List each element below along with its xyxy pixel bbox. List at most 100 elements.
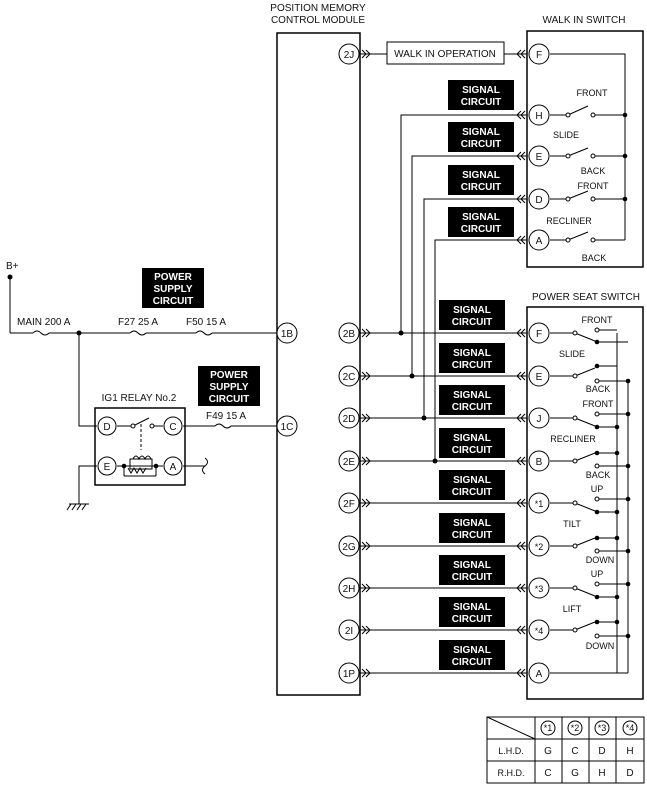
power-supply-line1: POWER	[210, 370, 249, 381]
battery-label: B+	[6, 261, 19, 272]
power-seat-switch-title: POWER SEAT SWITCH	[532, 292, 640, 303]
pss-label-back2: BACK	[586, 470, 611, 480]
walk-in-operation-box	[386, 41, 505, 65]
table-row-label: L.H.D.	[498, 746, 524, 756]
table-header: *3	[598, 723, 607, 733]
pss-terminal-label: E	[536, 372, 543, 383]
walk-in-label-back1: BACK	[581, 166, 606, 176]
fuse-main-label: MAIN 200 A	[17, 317, 71, 328]
walk-in-terminal-H: H	[528, 104, 550, 126]
pss-terminal-A: A	[528, 662, 550, 684]
position-memory-control-module: POSITION MEMORY CONTROL MODULE	[270, 3, 366, 696]
pss-terminal-1: *1	[528, 492, 550, 514]
lhd-rhd-table: *1 *2 *3 *4 L.H.D. G C D H R.H.D. C G H …	[486, 716, 645, 784]
relay-terminal-E: E	[97, 456, 117, 476]
walk-in-label-front2: FRONT	[578, 181, 609, 191]
signal-circuit-line2: CIRCUIT	[452, 530, 493, 541]
module-terminal-2G: 2G	[338, 535, 360, 557]
signal-wires	[360, 53, 527, 674]
module-terminal-2I: 2I	[338, 619, 360, 641]
signal-circuit-line1: SIGNAL	[453, 645, 491, 656]
walk-in-label-back2: BACK	[582, 253, 607, 263]
walk-in-terminal-label: F	[536, 50, 542, 61]
module-terminal-2F: 2F	[338, 492, 360, 514]
signal-circuit-line1: SIGNAL	[462, 127, 500, 138]
table-header: *2	[571, 723, 580, 733]
signal-circuit-line2: CIRCUIT	[461, 97, 502, 108]
pss-label-back1: BACK	[586, 384, 611, 394]
signal-circuit-line1: SIGNAL	[453, 518, 491, 529]
walk-in-terminal-label: A	[536, 236, 543, 247]
relay-title: IG1 RELAY No.2	[102, 393, 177, 404]
power-seat-terminals: F E J B *1 *2 *3 *4 A	[528, 322, 550, 684]
signal-circuit-line1: SIGNAL	[462, 212, 500, 223]
module-terminal-2E: 2E	[338, 450, 360, 472]
signal-circuit-line2: CIRCUIT	[452, 402, 493, 413]
module-terminal-label: 2B	[343, 329, 356, 340]
pss-label-lift: LIFT	[563, 604, 582, 614]
pss-label-front2: FRONT	[583, 399, 614, 409]
pss-terminal-4: *4	[528, 619, 550, 641]
module-terminal-2B: 2B	[338, 322, 360, 344]
pss-label-up1: UP	[591, 484, 604, 494]
pss-terminal-label: *1	[535, 499, 544, 509]
pss-label-front1: FRONT	[582, 315, 613, 325]
pss-label-up2: UP	[591, 569, 604, 579]
pss-terminal-B: B	[528, 450, 550, 472]
signal-circuit-line2: CIRCUIT	[452, 487, 493, 498]
walk-in-terminal-D: D	[528, 188, 550, 210]
signal-circuit-line1: SIGNAL	[462, 85, 500, 96]
pss-terminal-2: *2	[528, 535, 550, 557]
power-supply-line2: SUPPLY	[153, 284, 192, 295]
module-terminal-label: 2I	[345, 626, 353, 637]
walk-in-label-front1: FRONT	[577, 88, 608, 98]
pss-terminal-label: A	[536, 669, 543, 680]
table-cell: D	[626, 768, 633, 779]
pss-terminal-F: F	[528, 322, 550, 344]
walk-in-terminals: F H E D A	[528, 43, 550, 251]
pss-label-tilt: TILT	[563, 519, 581, 529]
signal-circuit-line1: SIGNAL	[453, 433, 491, 444]
signal-circuit-line2: CIRCUIT	[452, 657, 493, 668]
pss-terminal-E: E	[528, 365, 550, 387]
relay-terminal-label: C	[169, 422, 176, 433]
power-seat-switch: POWER SEAT SWITCH FRONT SLIDE BACK FRONT…	[526, 292, 644, 700]
signal-circuit-line1: SIGNAL	[453, 348, 491, 359]
module-terminal-label: 2D	[343, 414, 356, 425]
relay-terminal-A: A	[163, 456, 183, 476]
module-terminal-label: 1B	[281, 329, 294, 340]
table-cell: H	[626, 746, 633, 757]
signal-circuit-line2: CIRCUIT	[461, 139, 502, 150]
module-terminal-label: 2H	[343, 584, 356, 595]
signal-circuit-line2: CIRCUIT	[452, 614, 493, 625]
pss-label-slide: SLIDE	[559, 349, 585, 359]
module-terminal-2J: 2J	[338, 43, 360, 65]
module-chevrons	[361, 49, 371, 678]
module-terminal-label: 2E	[343, 457, 356, 468]
table-cell: C	[571, 746, 578, 757]
table-cell: D	[598, 746, 605, 757]
table-header: *1	[544, 723, 553, 733]
walk-in-terminal-F: F	[528, 43, 550, 65]
table-cell: G	[544, 746, 552, 757]
power-supply-side: B+	[6, 261, 277, 511]
pss-terminal-label: *4	[535, 626, 544, 636]
signal-circuit-line1: SIGNAL	[453, 602, 491, 613]
table-cell: C	[544, 768, 551, 779]
signal-circuit-line1: SIGNAL	[462, 170, 500, 181]
signal-circuit-line1: SIGNAL	[453, 390, 491, 401]
pss-terminal-label: *3	[535, 584, 544, 594]
signal-circuit-line1: SIGNAL	[453, 305, 491, 316]
